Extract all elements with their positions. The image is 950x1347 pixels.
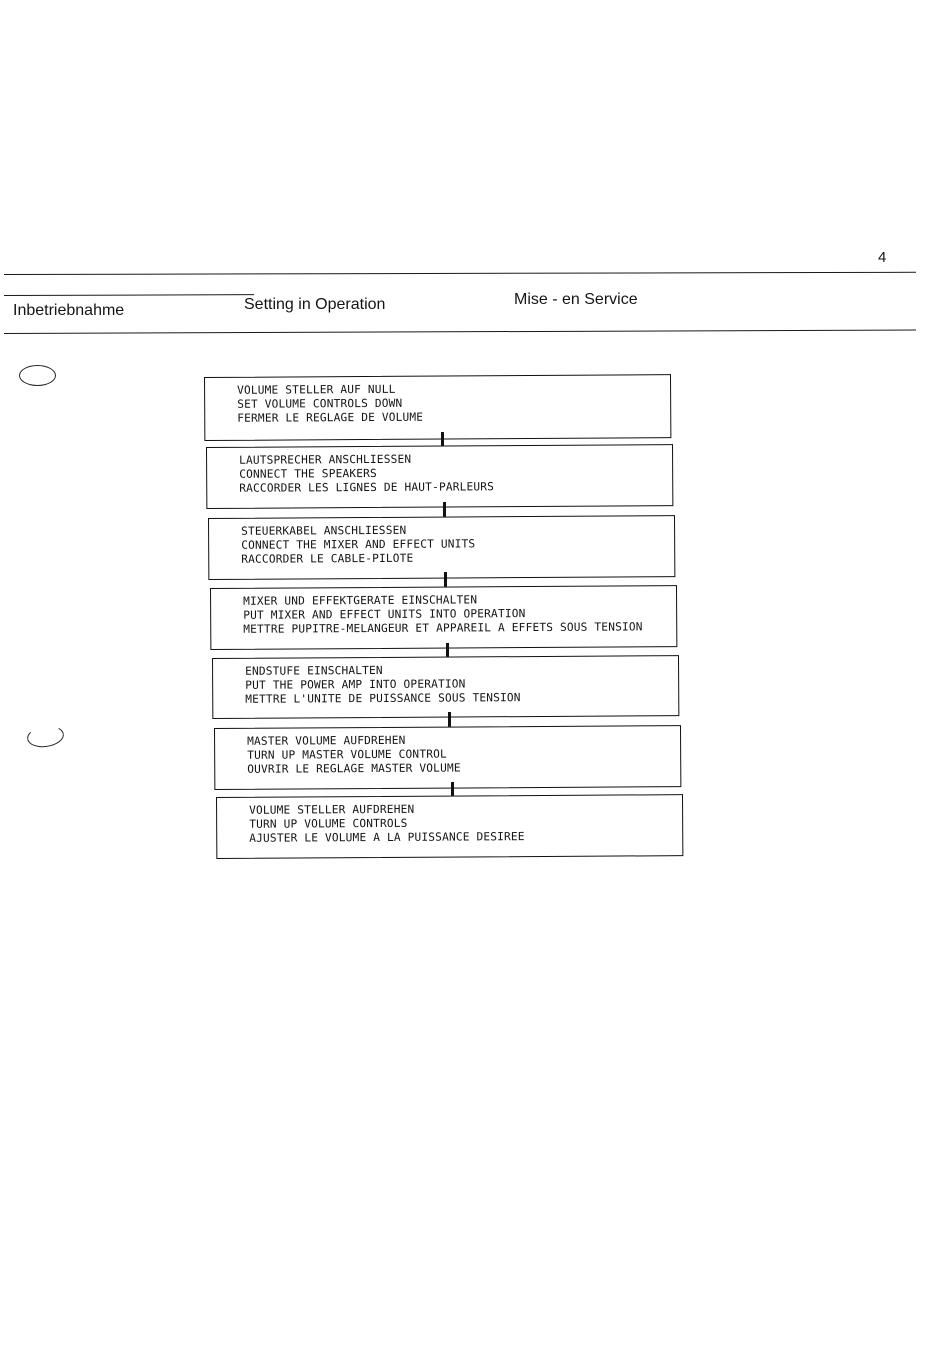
header-title-english: Setting in Operation [244, 296, 386, 313]
flowchart-step-2: LAUTSPRECHER ANSCHLIESSEN CONNECT THE SP… [206, 444, 674, 509]
flowchart-connector [451, 782, 454, 802]
step-text-french: METTRE PUPITRE-MELANGEUR ET APPAREIL A E… [243, 620, 643, 636]
step-text-french: FERMER LE REGLAGE DE VOLUME [237, 410, 424, 425]
step-text-french: RACCORDER LE CABLE-PILOTE [241, 551, 414, 566]
flowchart-step-5: ENDSTUFE EINSCHALTEN PUT THE POWER AMP I… [212, 655, 680, 719]
flowchart-step-4: MIXER UND EFFEKTGERATE EINSCHALTEN PUT M… [210, 585, 678, 650]
flowchart-connector [444, 572, 447, 594]
step-text-french: OUVRIR LE REGLAGE MASTER VOLUME [247, 761, 461, 776]
step-text-french: AJUSTER LE VOLUME A LA PUISSANCE DESIREE [249, 830, 525, 845]
header-top-rule [4, 271, 916, 275]
page-number: 4 [878, 249, 887, 266]
punch-hole-icon [19, 365, 56, 386]
flowchart-step-6: MASTER VOLUME AUFDREHEN TURN UP MASTER V… [214, 725, 682, 790]
flowchart-connector [446, 643, 449, 663]
header-top-rule-segment [4, 294, 255, 296]
flowchart-connector [448, 712, 451, 734]
flowchart-step-3: STEUERKABEL ANSCHLIESSEN CONNECT THE MIX… [208, 515, 676, 580]
flowchart-connector [443, 502, 446, 523]
header-title-french: Mise - en Service [514, 291, 638, 308]
header-title-german: Inbetriebnahme [13, 302, 125, 319]
step-text-french: RACCORDER LES LIGNES DE HAUT-PARLEURS [239, 480, 495, 495]
step-text-french: METTRE L'UNITE DE PUISSANCE SOUS TENSION [245, 691, 521, 706]
header-bottom-rule [4, 329, 916, 334]
punch-hole-icon [25, 723, 66, 750]
flowchart-step-7: VOLUME STELLER AUFDREHEN TURN UP VOLUME … [216, 794, 684, 859]
flowchart-step-1: VOLUME STELLER AUF NULL SET VOLUME CONTR… [204, 374, 672, 441]
flowchart-connector [441, 432, 444, 454]
